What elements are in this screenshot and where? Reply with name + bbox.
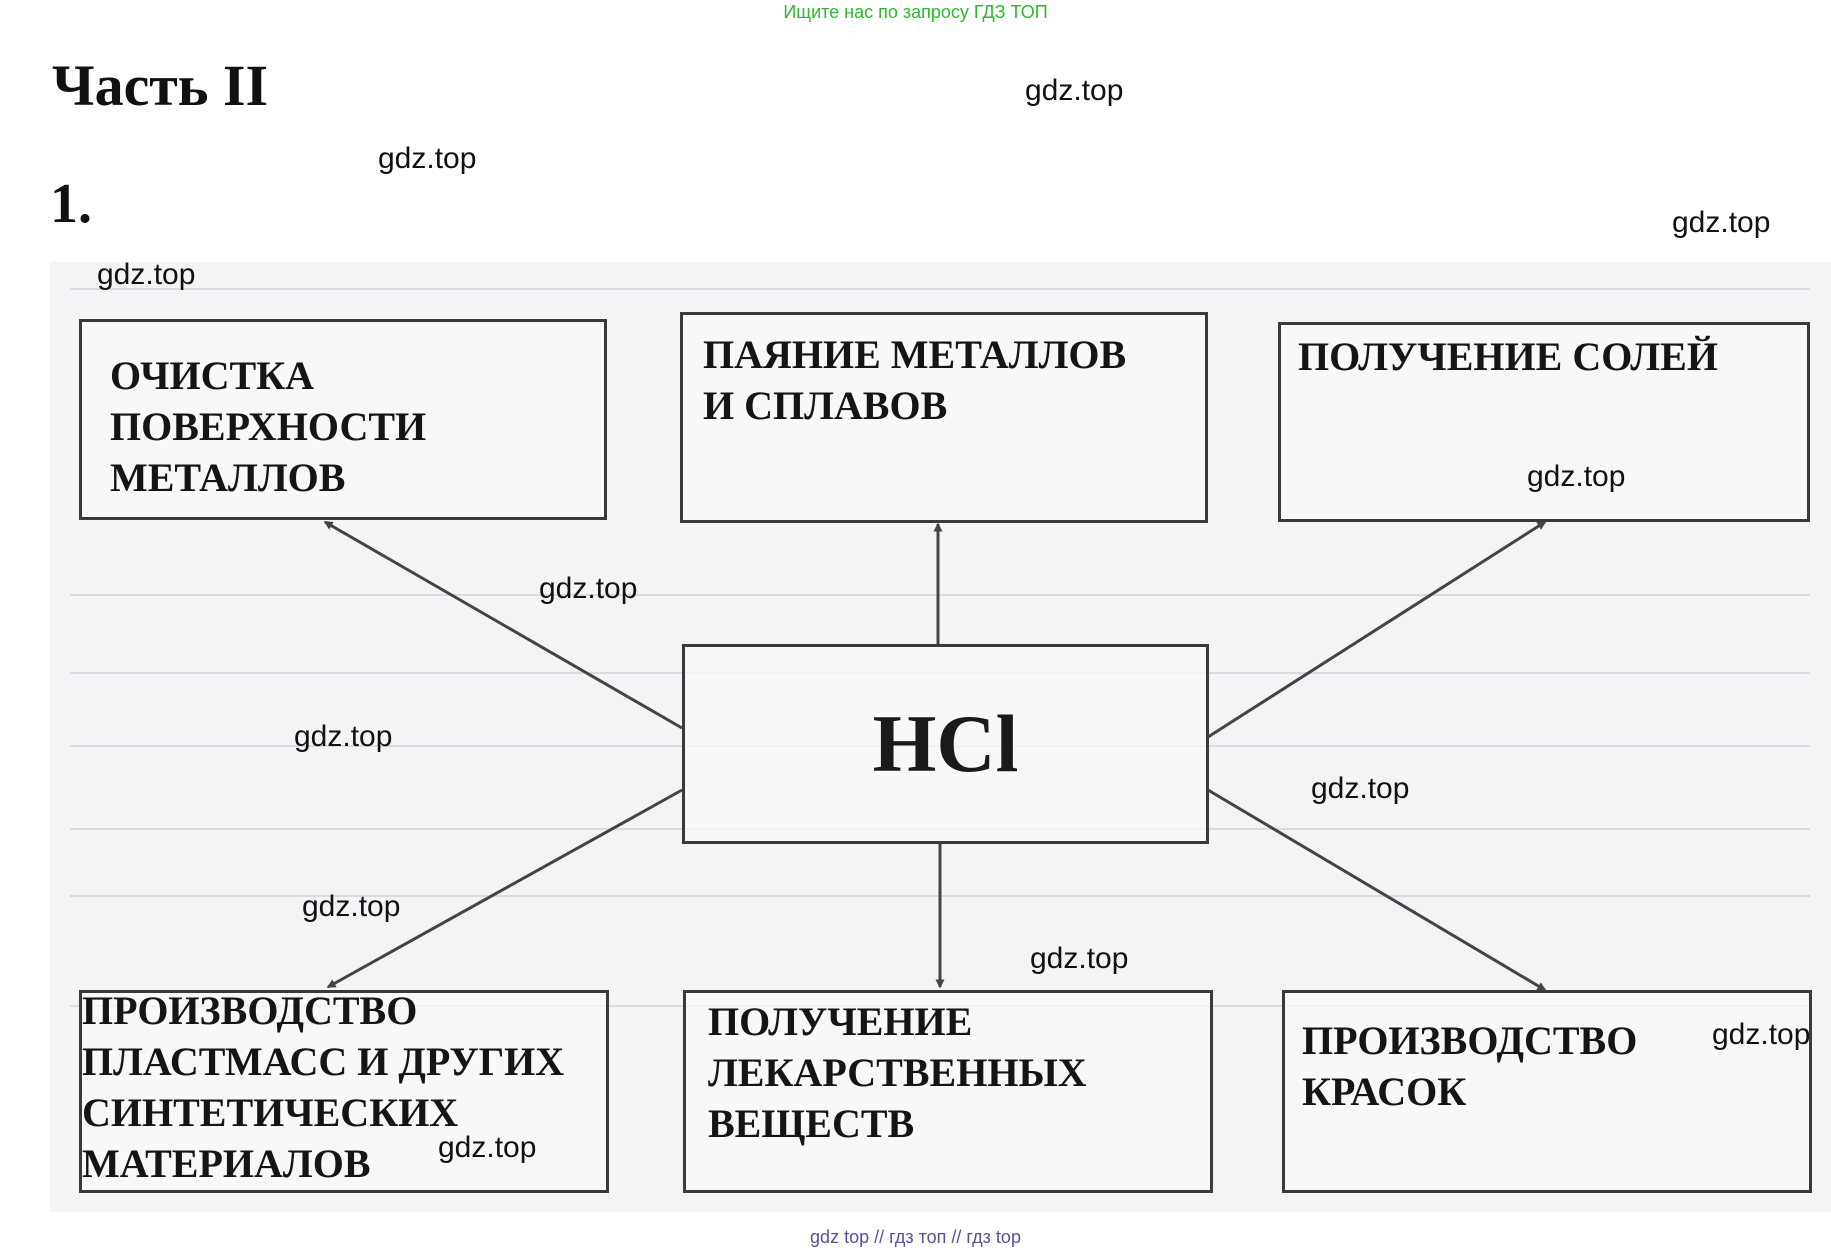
box-label: ПРОИЗВОДСТВО КРАСОК <box>1302 1018 1638 1114</box>
box-hcl-center: HCl <box>682 644 1209 844</box>
arrow-to-top-right <box>1207 520 1547 739</box>
show-through-line <box>70 288 1810 290</box>
watermark: gdz.top <box>378 142 477 175</box>
arrow-to-top-left <box>323 520 683 730</box>
watermark: gdz.top <box>302 890 401 923</box>
watermark: gdz.top <box>1311 772 1410 805</box>
watermark: gdz.top <box>539 572 638 605</box>
box-label: ПОЛУЧЕНИЕ ЛЕКАРСТВЕННЫХ ВЕЩЕСТВ <box>708 999 1087 1146</box>
footer-watermark: gdz top // гдз топ // гдз top <box>810 1227 1021 1247</box>
watermark: gdz.top <box>1527 460 1626 493</box>
task-number: 1. <box>50 173 92 235</box>
box-plastics-production: ПРОИЗВОДСТВО ПЛАСТМАСС И ДРУГИХ СИНТЕТИЧ… <box>79 988 609 1193</box>
watermark: gdz.top <box>1030 942 1129 975</box>
box-medicine-production: ПОЛУЧЕНИЕ ЛЕКАРСТВЕННЫХ ВЕЩЕСТВ <box>683 990 1213 1193</box>
box-label: ПРОИЗВОДСТВО ПЛАСТМАСС И ДРУГИХ СИНТЕТИЧ… <box>82 988 565 1186</box>
watermark: gdz.top <box>1025 74 1124 107</box>
box-label: ПАЯНИЕ МЕТАЛЛОВ И СПЛАВОВ <box>703 332 1127 428</box>
watermark: gdz.top <box>97 258 196 291</box>
hcl-formula: HCl <box>872 698 1019 789</box>
watermark: gdz.top <box>294 720 393 753</box>
watermark: gdz.top <box>1712 1018 1811 1051</box>
box-metal-surface-cleaning: ОЧИСТКА ПОВЕРХНОСТИ МЕТАЛЛОВ <box>79 319 607 520</box>
watermark: gdz.top <box>1672 206 1771 239</box>
arrow-to-bottom-right <box>1207 788 1547 992</box>
box-metal-soldering: ПАЯНИЕ МЕТАЛЛОВ И СПЛАВОВ <box>680 312 1208 523</box>
top-banner: Ищите нас по запросу ГДЗ ТОП <box>783 2 1048 22</box>
box-label: ПОЛУЧЕНИЕ СОЛЕЙ <box>1298 334 1718 379</box>
arrow-to-bottom-left <box>326 788 683 989</box>
box-paint-production: ПРОИЗВОДСТВО КРАСОК <box>1282 990 1812 1193</box>
show-through-line <box>70 594 1810 596</box>
box-salt-production: ПОЛУЧЕНИЕ СОЛЕЙ <box>1278 322 1810 522</box>
part-title: Часть II <box>52 53 269 118</box>
watermark: gdz.top <box>438 1131 537 1164</box>
box-label: ОЧИСТКА ПОВЕРХНОСТИ МЕТАЛЛОВ <box>110 353 427 500</box>
